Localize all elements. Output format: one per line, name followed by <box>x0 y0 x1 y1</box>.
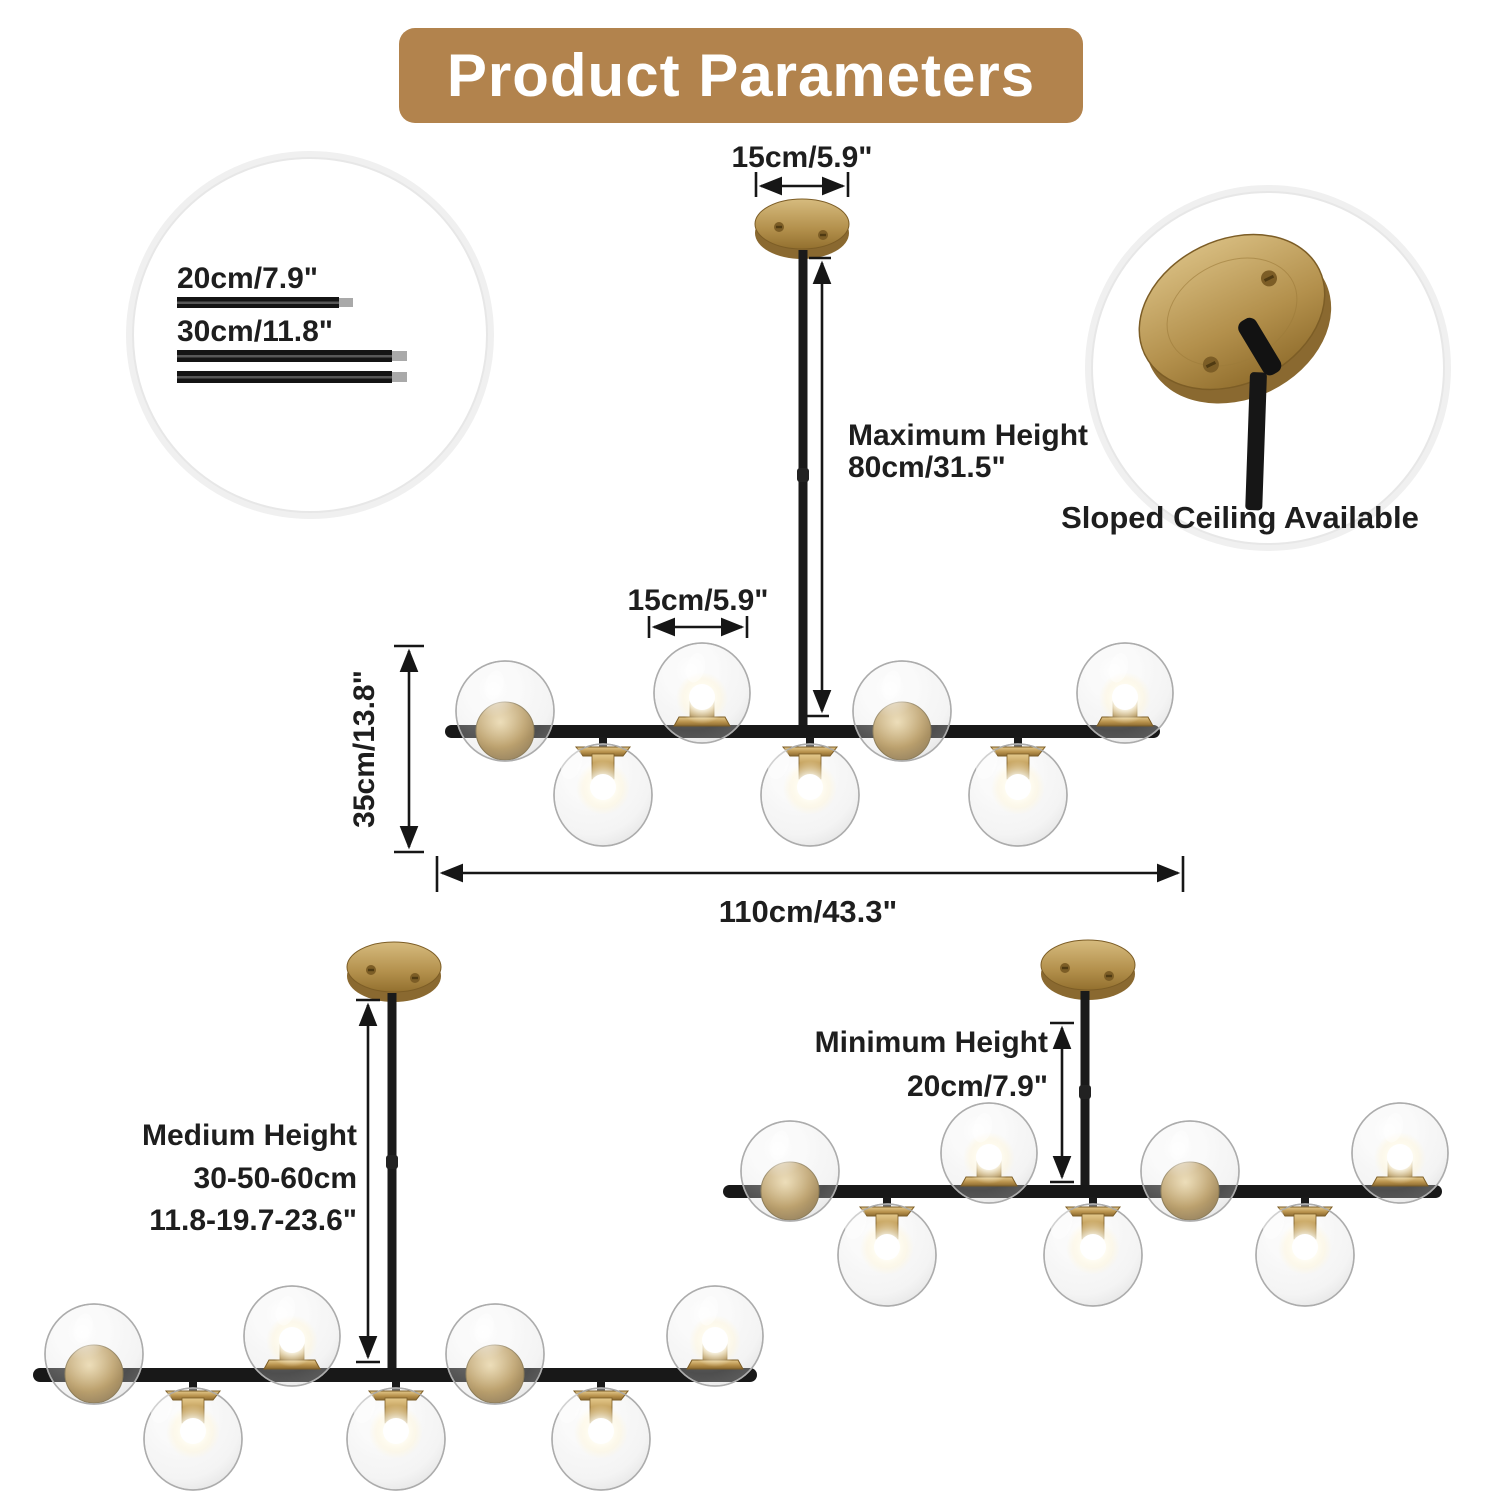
max-height-label-line2: 80cm/31.5" <box>848 451 1006 484</box>
glass-globe-below-1 <box>143 1380 243 1491</box>
min-height-label-line2: 20cm/7.9" <box>907 1070 1048 1103</box>
rod-length-inset: 20cm/7.9" 30cm/11.8" <box>126 151 494 519</box>
glass-globe-below-2 <box>1043 1196 1143 1307</box>
downrod-20cm <box>177 297 353 308</box>
glass-globe-below-3 <box>968 736 1068 847</box>
globe-spacing-label: 15cm/5.9" <box>628 584 769 617</box>
fixture-medium-height <box>33 941 764 1491</box>
fixture-height-label: 35cm/13.8" <box>348 670 381 828</box>
fixture-width-label: 110cm/43.3" <box>719 894 897 929</box>
glass-globe-above-3 <box>445 1303 545 1405</box>
glass-globe-above-3 <box>852 660 952 762</box>
fixture-bar <box>445 725 1160 738</box>
rod-coupler <box>386 1155 398 1169</box>
medium-height-label-line1: Medium Height <box>142 1119 357 1152</box>
glass-globe-above-1 <box>44 1303 144 1405</box>
dim-fixture-height: 35cm/13.8" <box>348 644 424 854</box>
glass-globe-above-2 <box>653 642 751 744</box>
glass-globe-below-3 <box>551 1380 651 1491</box>
dim-canopy-width: 15cm/5.9" <box>732 141 873 197</box>
sloped-ceiling-inset: Sloped Ceiling Available <box>1061 185 1451 551</box>
fixture-max-height <box>445 198 1174 847</box>
glass-globe-above-2 <box>940 1102 1038 1204</box>
glass-globe-above-1 <box>740 1120 840 1222</box>
glass-globe-below-1 <box>553 736 653 847</box>
rod1-length-label: 20cm/7.9" <box>177 262 318 295</box>
sloped-canopy-photo <box>1138 233 1332 511</box>
glass-globe-below-1 <box>837 1196 937 1307</box>
glass-globe-below-2 <box>760 736 860 847</box>
min-height-label-line1: Minimum Height <box>815 1026 1048 1059</box>
rod-coupler <box>1079 1085 1091 1099</box>
fixture-min-height <box>723 939 1449 1307</box>
dim-globe-spacing: 15cm/5.9" <box>628 584 769 638</box>
sloped-downrod <box>1245 372 1267 511</box>
sloped-ceiling-caption: Sloped Ceiling Available <box>1061 500 1419 535</box>
inset-circle-shadow <box>126 151 494 519</box>
rod2-length-label: 30cm/11.8" <box>177 315 333 348</box>
dim-min-height: Minimum Height 20cm/7.9" <box>815 1021 1074 1184</box>
glass-globe-above-4 <box>666 1285 764 1387</box>
medium-height-label-line3: 11.8-19.7-23.6" <box>149 1204 357 1237</box>
dim-max-height: Maximum Height 80cm/31.5" <box>807 256 1088 718</box>
inset-circle-shadow <box>1085 185 1451 551</box>
glass-globe-above-4 <box>1076 642 1174 744</box>
swivel-joint <box>1238 317 1282 376</box>
glass-globe-above-3 <box>1140 1120 1240 1222</box>
title-banner-background <box>399 28 1083 123</box>
glass-globe-above-4 <box>1351 1102 1449 1204</box>
downrod <box>387 993 397 1368</box>
glass-globe-above-1 <box>455 660 555 762</box>
downrod-30cm-a <box>177 350 407 362</box>
title-banner: Product Parameters <box>399 28 1083 123</box>
glass-globe-above-2 <box>243 1285 341 1387</box>
fixture-bar <box>33 1368 757 1382</box>
fixture-bar <box>723 1185 1442 1198</box>
downrod-30cm-b <box>177 371 407 383</box>
canopy-width-label: 15cm/5.9" <box>732 141 873 174</box>
glass-globe-below-3 <box>1255 1196 1355 1307</box>
downrod <box>798 250 808 726</box>
max-height-label-line1: Maximum Height <box>848 419 1088 452</box>
glass-globe-below-2 <box>346 1380 446 1491</box>
medium-height-label-line2: 30-50-60cm <box>194 1162 357 1195</box>
dim-fixture-width: 110cm/43.3" <box>435 856 1185 929</box>
page-title: Product Parameters <box>447 42 1035 109</box>
dim-medium-height: Medium Height 30-50-60cm 11.8-19.7-23.6" <box>142 998 380 1364</box>
inset-circle <box>132 157 488 513</box>
rod-coupler <box>797 468 809 482</box>
